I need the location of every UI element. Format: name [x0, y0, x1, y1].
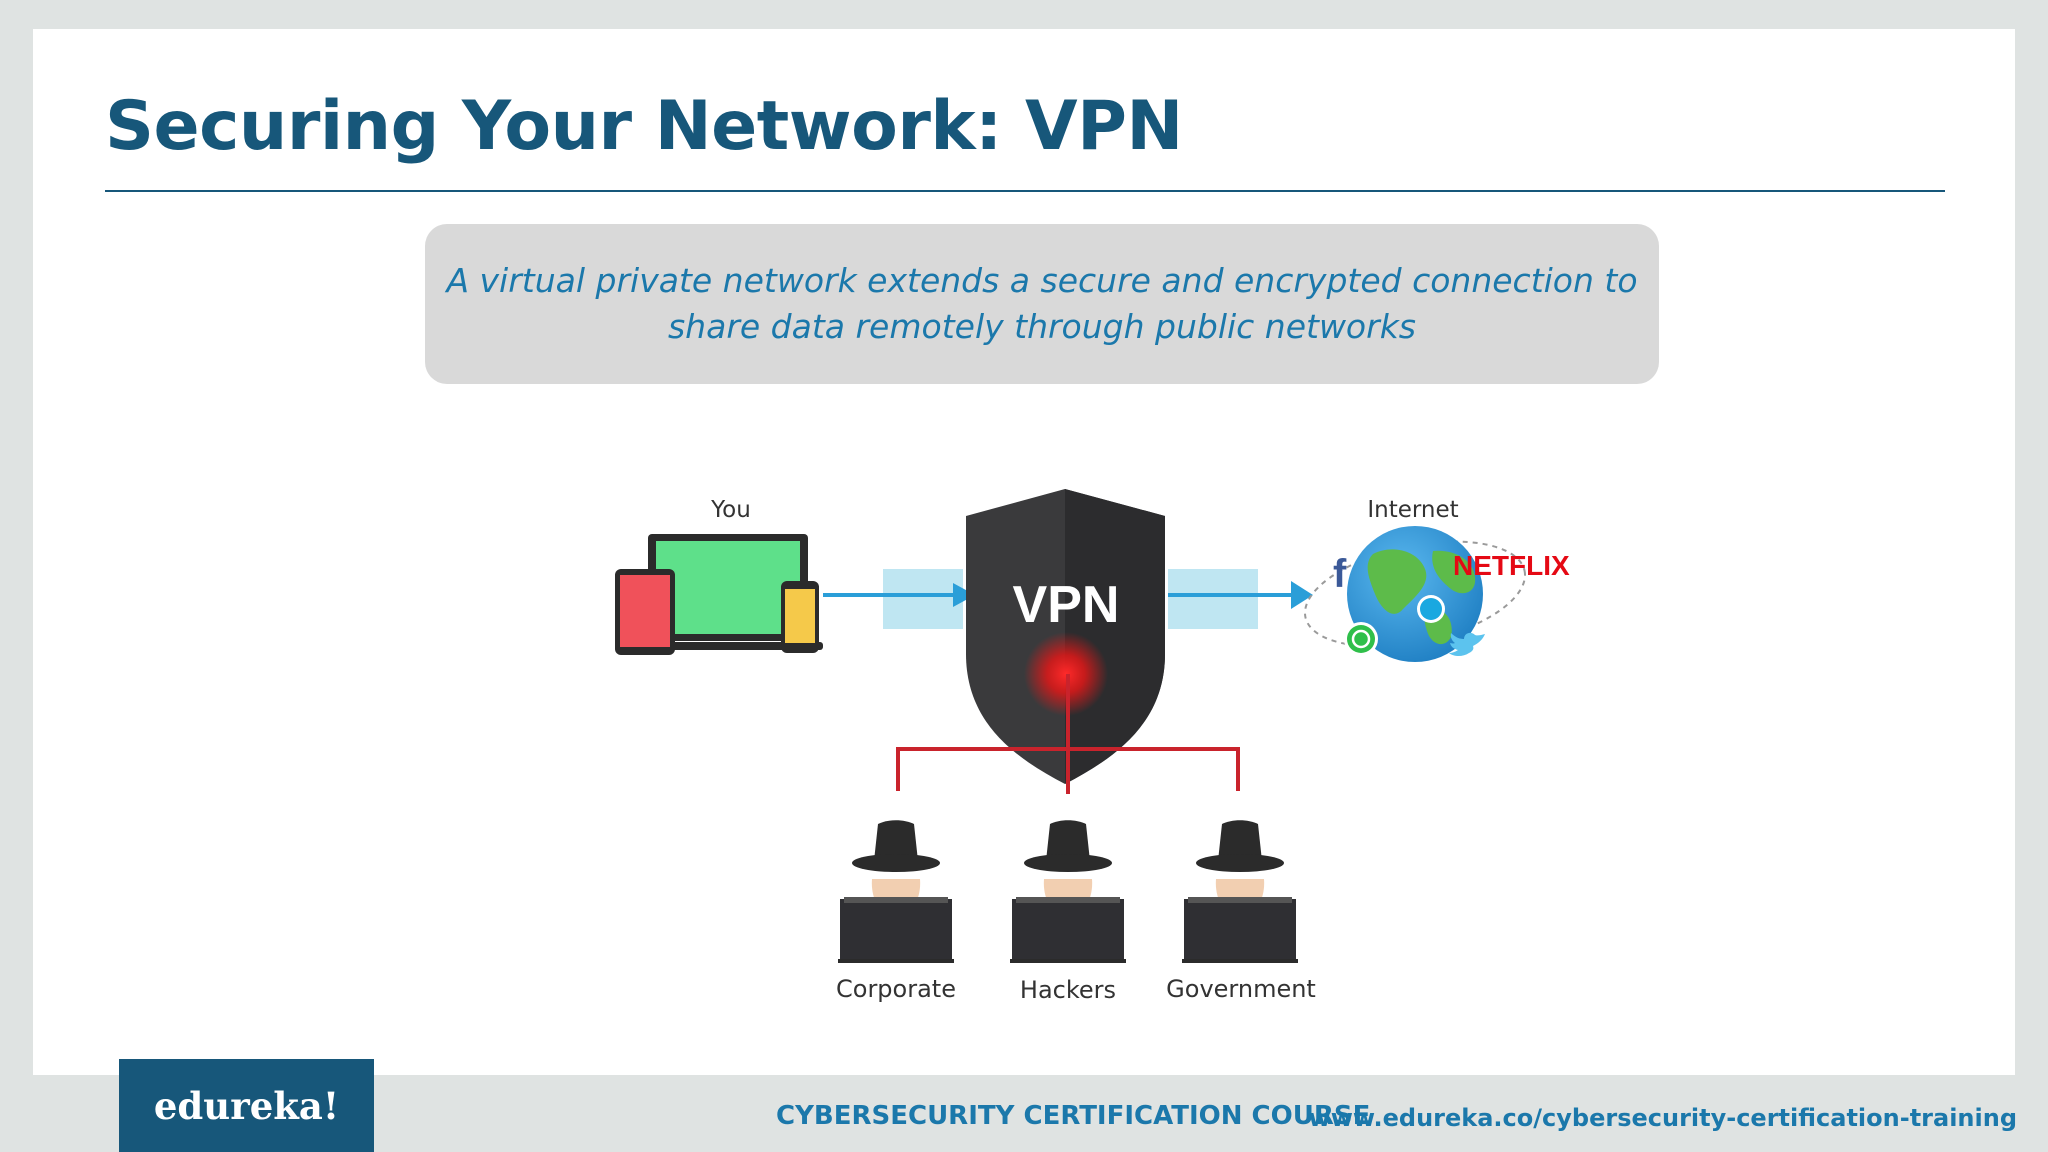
right-arrow-head	[1291, 581, 1313, 609]
observer-label-government: Government	[1166, 975, 1316, 1003]
left-tunnel	[883, 569, 963, 629]
slide-title: Securing Your Network: VPN	[105, 87, 1183, 166]
government-spy-icon	[1182, 820, 1298, 963]
vpn-shield-icon	[966, 489, 1165, 784]
corporate-spy-icon	[838, 820, 954, 963]
internet-label: Internet	[1367, 497, 1458, 523]
facebook-icon: f	[1333, 552, 1347, 596]
definition-callout: A virtual private network extends a secu…	[425, 224, 1659, 384]
edureka-logo: edureka!	[119, 1059, 374, 1152]
right-tunnel	[1168, 569, 1258, 629]
title-divider	[105, 190, 1945, 192]
course-url-link[interactable]: www.edureka.co/cybersecurity-certificati…	[1308, 1104, 2017, 1132]
twitter-icon	[1449, 632, 1485, 656]
whatsapp-icon	[1344, 622, 1378, 656]
surveillance-links	[896, 674, 1240, 794]
you-label: You	[710, 497, 751, 523]
observer-label-corporate: Corporate	[836, 975, 956, 1003]
vpn-diagram: You	[603, 459, 1573, 1034]
slide-canvas: Securing Your Network: VPN A virtual pri…	[33, 29, 2015, 1075]
left-arrow-head	[953, 583, 975, 607]
skype-icon	[1417, 595, 1445, 623]
observer-label-hackers: Hackers	[1020, 976, 1116, 1004]
netflix-logo: NETFLIX	[1453, 550, 1570, 581]
vpn-shield-label: VPN	[1013, 576, 1120, 634]
internet-globe-icon	[1303, 526, 1527, 662]
devices-icon	[615, 534, 823, 655]
definition-text: A virtual private network extends a secu…	[446, 261, 1638, 346]
hacker-spy-icon	[1010, 820, 1126, 963]
course-name: CYBERSECURITY CERTIFICATION COURSE	[776, 1101, 1371, 1131]
